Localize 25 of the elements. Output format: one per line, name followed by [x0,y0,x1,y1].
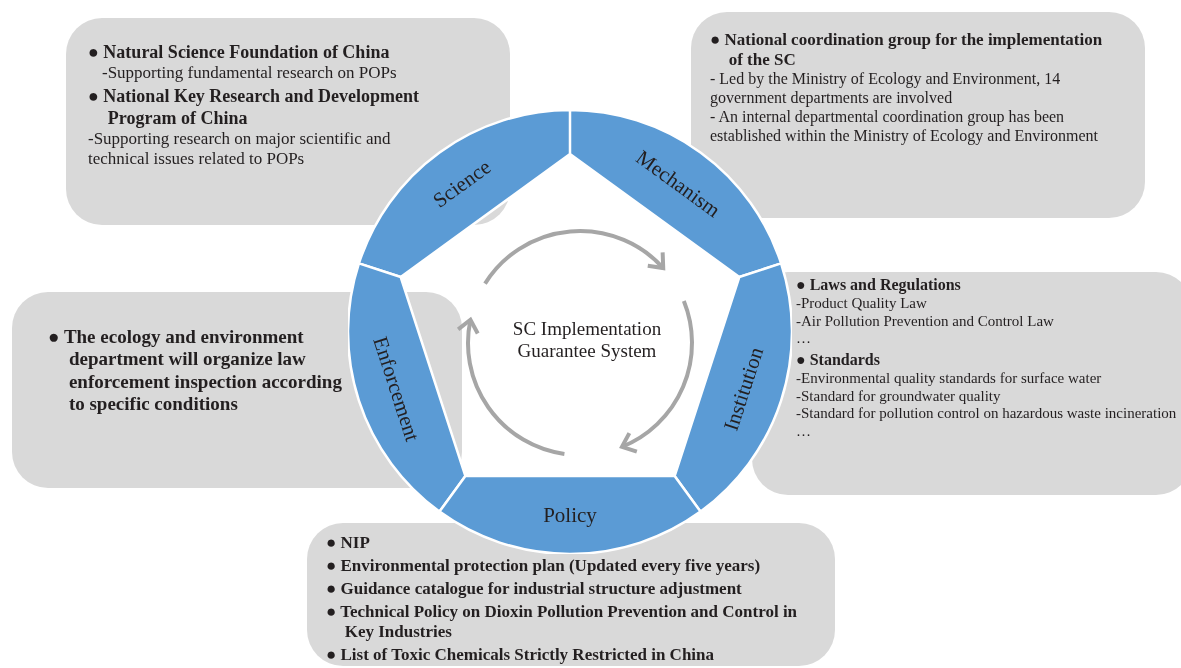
body-text: -Product Quality Law [796,294,928,313]
center-title: SC Implementation Guarantee System [511,318,663,362]
bullet-heading: ● Guidance catalogue for industrial structure adjustment [326,579,743,600]
segment-label: Policy [543,502,597,528]
body-text: -Standard for groundwater quality [796,387,1002,406]
bullet-heading: ● Laws and Regulations [796,276,962,295]
bullet-heading: ● National coordination group for the implementation of the SC [710,30,1104,71]
body-text: -Supporting research on major scientific and technical issues related to POPs [88,128,392,169]
bullet-heading: ● Environmental protection plan (Updated every five years) [326,556,762,577]
bullet-heading: ● Natural Science Foundation of China [88,42,391,64]
body-text: -Environmental quality standards for surface water [796,369,1103,388]
body-text: -Supporting fundamental research on POPs [102,63,398,84]
body-text: … [796,422,812,441]
body-text: - Led by the Ministry of Ecology and Environment, 14 government departments are involved [710,70,1062,108]
bullet-heading: ● NIP [326,533,371,554]
body-text: - An internal departmental coordination group has been established within the Ministry of Ecology and Environment [710,107,1099,146]
body-text: -Air Pollution Prevention and Control Law [796,312,1055,331]
bullet-heading: ● Standards [796,350,881,370]
bullet-heading: ● The ecology and environment department will organize law enforcement inspection according to specific conditions [48,326,343,416]
bullet-heading: ● List of Toxic Chemicals Strictly Restricted in China [326,645,716,666]
body-text: -Standard for pollution control on hazardous waste incineration [796,405,1178,423]
info-panel [66,18,510,225]
body-text: … [796,330,812,348]
bullet-heading: ● Technical Policy on Dioxin Pollution Prevention and Control in Key Industries [326,602,799,643]
bullet-heading: ● National Key Research and Development Program of China [88,86,420,129]
